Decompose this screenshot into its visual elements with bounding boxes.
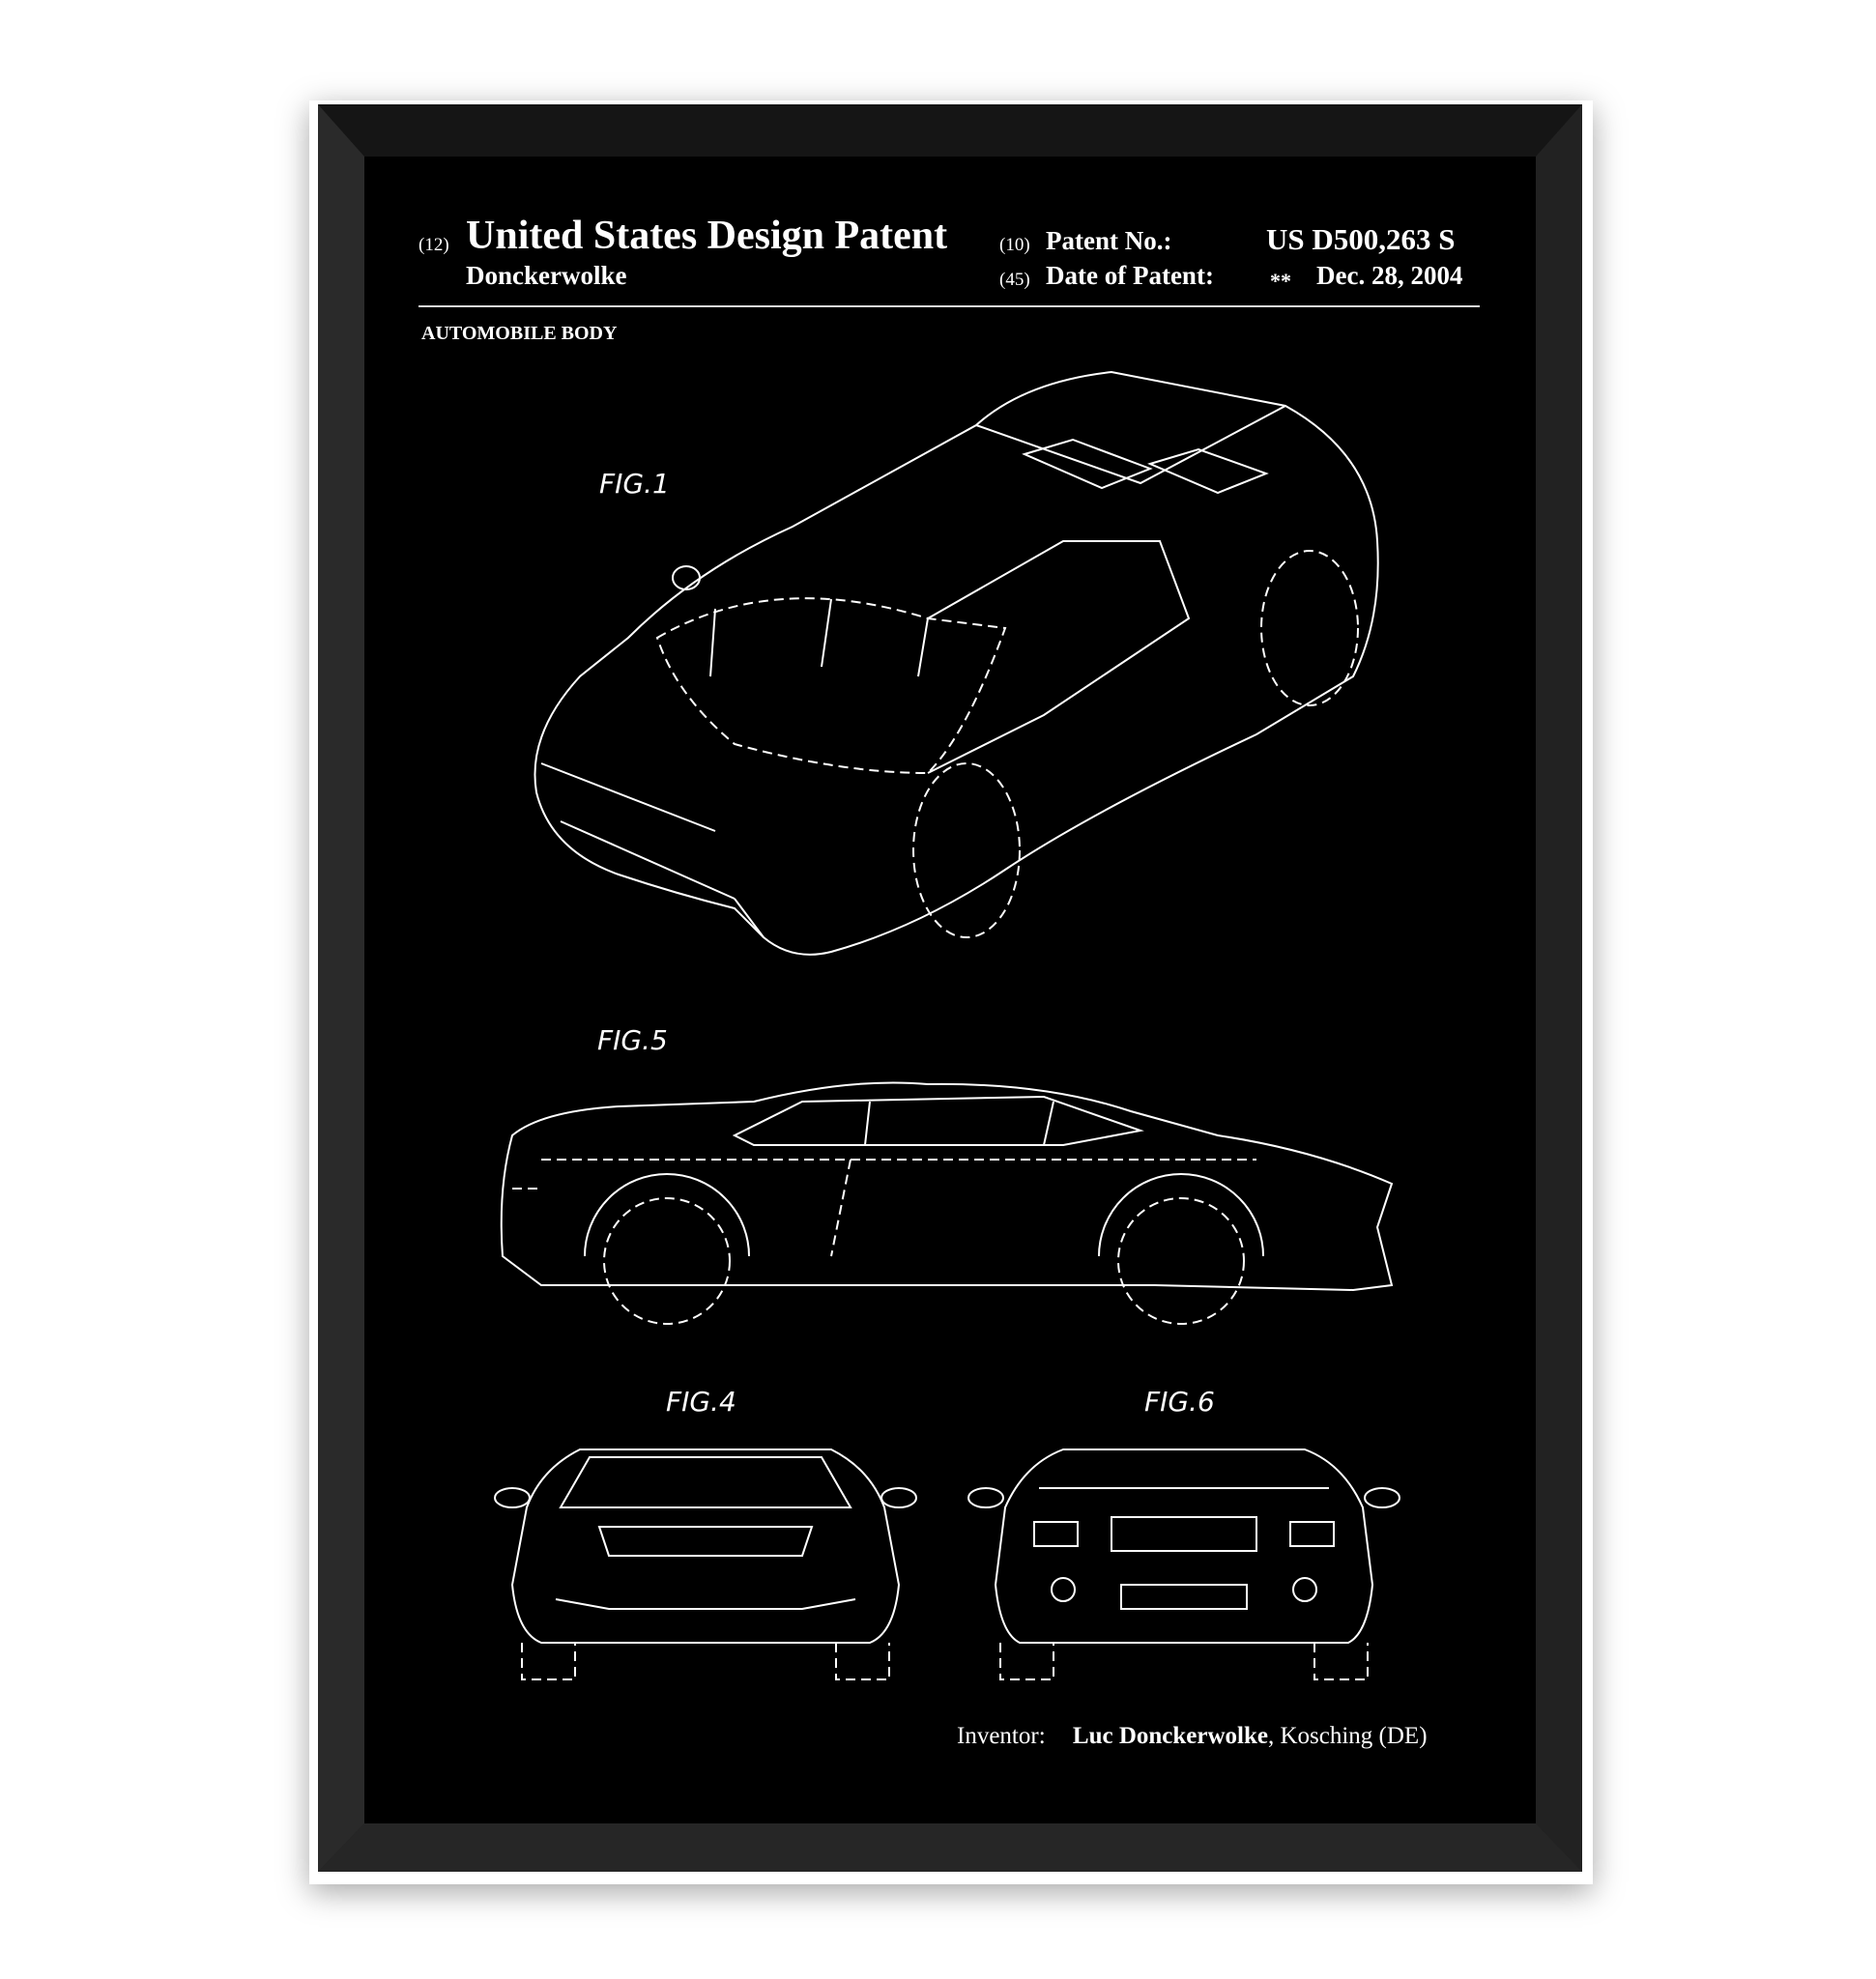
date-code: (45): [999, 270, 1030, 290]
fig5-car-side: [500, 1081, 1394, 1325]
patent-number: US D500,263 S: [1266, 222, 1456, 256]
fig6-label: FIG.6: [1144, 1386, 1215, 1418]
inventor-label: Inventor:: [957, 1723, 1046, 1749]
fig5-label: FIG.5: [597, 1024, 668, 1056]
number-label: Patent No.:: [1046, 226, 1172, 255]
fig4-car-front: [494, 1448, 917, 1680]
subject-title: AUTOMOBILE BODY: [421, 323, 618, 344]
header-divider: [418, 305, 1480, 307]
fig4-label: FIG.4: [666, 1386, 736, 1418]
title-code: (12): [418, 235, 449, 255]
inventor-line: Inventor: Luc Donckerwolke, Kosching (DE…: [957, 1723, 1428, 1750]
patent-poster: [364, 157, 1536, 1823]
fig1-label: FIG.1: [599, 468, 670, 500]
inventor-location: , Kosching (DE): [1267, 1723, 1428, 1749]
number-code: (10): [999, 235, 1030, 255]
frame-bevel-right: [1536, 104, 1582, 1872]
patent-date: Dec. 28, 2004: [1316, 261, 1463, 290]
frame-bevel-left: [318, 104, 364, 1872]
date-label: Date of Patent:: [1046, 261, 1214, 290]
inventor-name: Luc Donckerwolke: [1072, 1723, 1268, 1749]
patent-title: United States Design Patent: [466, 214, 948, 258]
frame-bevel-bottom: [318, 1823, 1582, 1872]
fig6-car-rear: [967, 1448, 1400, 1680]
frame-bevel-top: [318, 104, 1582, 157]
date-marker: **: [1270, 269, 1291, 293]
inventor-surname: Donckerwolke: [466, 261, 627, 290]
fig1-car-perspective: [534, 370, 1379, 956]
